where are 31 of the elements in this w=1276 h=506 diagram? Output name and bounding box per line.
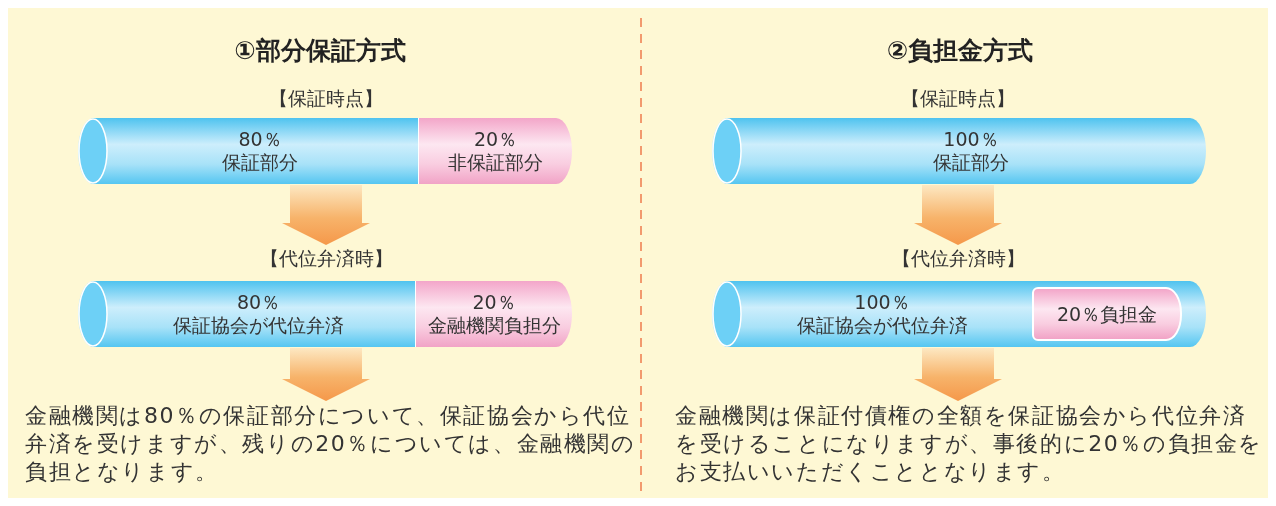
- bar-segment: [78, 281, 415, 347]
- stage-heading: 【代位弁済時】: [883, 246, 1033, 272]
- percent-text: 100％: [854, 291, 910, 314]
- segment-label: 保証協会が代位弁済: [173, 314, 344, 337]
- block-arrow: [914, 348, 1002, 401]
- segment-label: 非保証部分: [448, 151, 543, 174]
- stage-heading: 【代位弁済時】: [251, 246, 401, 272]
- percent-text: 80％: [238, 128, 282, 151]
- block-arrow: [282, 185, 370, 245]
- share-box: 20％負担金: [1032, 287, 1182, 341]
- section-title: ①部分保証方式: [234, 35, 406, 67]
- block-arrow: [282, 348, 370, 401]
- segment-label: 保証協会が代位弁済: [796, 314, 968, 337]
- stage-heading: 【保証時点】: [269, 86, 383, 110]
- cylinder-bar: [712, 118, 1206, 184]
- percent-text: 80％: [236, 291, 281, 314]
- segment-label: 保証部分: [222, 151, 298, 174]
- section-title: ②負担金方式: [886, 35, 1034, 67]
- percent-text: 100％: [943, 128, 999, 151]
- bar-segment: [418, 118, 572, 184]
- segment-label: 保証部分: [933, 151, 1009, 174]
- note-text: 金融機関は80％の保証部分について、保証協会から代位弁済を受けますが、残りの20％については、金融機関の負担となります。: [25, 402, 637, 488]
- stage-heading: 【保証時点】: [901, 86, 1015, 110]
- note-text: 金融機関は保証付債権の全額を保証協会から代位弁済を受けることになりますが、事後的に20％の負担金をお支払いいただくこととなります。: [675, 402, 1270, 488]
- percent-text: 20％: [472, 291, 516, 314]
- block-arrow: [914, 185, 1002, 245]
- segment-label: 金融機関負担分: [427, 314, 561, 337]
- cylinder-bar: [712, 281, 1206, 347]
- bar-segment: [415, 281, 572, 347]
- percent-text: 20％: [473, 128, 518, 151]
- bar-segment: [78, 118, 418, 184]
